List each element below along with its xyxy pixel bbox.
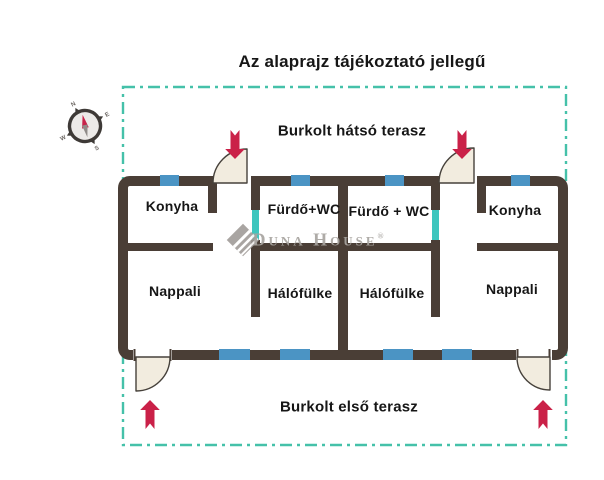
left-bathroom-glass-door xyxy=(252,210,259,240)
interior-wall-right-bath-top xyxy=(431,182,440,210)
door-swing-back-left xyxy=(212,148,248,184)
room-label-left-sleeping-alcove: Hálófülke xyxy=(267,285,333,301)
door-swing-front-left xyxy=(135,356,171,392)
window-marker xyxy=(160,175,179,186)
compass-north-label: N xyxy=(70,101,77,108)
door-swing-front-right xyxy=(516,356,551,391)
compass-icon: N E S W xyxy=(59,101,110,152)
room-label-right-sleeping-alcove: Hálófülke xyxy=(359,285,425,301)
right-bathroom-glass-door xyxy=(432,210,439,240)
room-label-left-bathroom: Fürdő+WC xyxy=(267,201,341,217)
watermark-brand-text: Duna House xyxy=(252,229,378,250)
window-marker xyxy=(385,175,404,186)
registered-mark: ® xyxy=(377,231,384,241)
window-marker xyxy=(511,175,530,186)
room-label-left-living-room: Nappali xyxy=(149,283,201,299)
interior-wall-right-bath-bottom xyxy=(338,243,439,251)
window-marker xyxy=(280,349,310,360)
window-marker xyxy=(219,349,250,360)
compass-east-label: E xyxy=(104,112,110,119)
compass-south-label: S xyxy=(94,145,100,152)
compass-west-label: W xyxy=(59,134,67,142)
window-marker xyxy=(383,349,413,360)
entrance-arrow-icon xyxy=(225,130,245,159)
watermark-brand: Duna House® xyxy=(252,230,383,251)
room-label-left-kitchen: Konyha xyxy=(145,198,199,214)
room-label-right-kitchen: Konyha xyxy=(488,202,542,218)
room-label-right-living-room: Nappali xyxy=(486,281,538,297)
interior-wall-right-kitchen-bottom xyxy=(477,243,567,251)
entrance-arrow-icon xyxy=(140,400,160,429)
interior-wall-left-kitchen-bottom xyxy=(121,243,213,251)
entrance-arrow-icon xyxy=(452,130,472,159)
party-wall xyxy=(338,178,348,355)
interior-wall-left-kitchen xyxy=(208,182,217,213)
interior-wall-right-alcove xyxy=(431,240,440,317)
interior-wall-left-bath-bottom xyxy=(251,243,348,251)
interior-wall-left-alcove xyxy=(251,240,260,317)
interior-wall-left-bath-top xyxy=(251,182,260,210)
window-marker xyxy=(442,349,472,360)
plan-disclaimer-title: Az alaprajz tájékoztató jellegű xyxy=(238,52,486,71)
window-marker xyxy=(291,175,310,186)
compass-needle xyxy=(82,114,89,138)
room-label-right-bathroom: Fürdő + WC xyxy=(348,203,430,219)
back-terrace-label: Burkolt hátsó terasz xyxy=(277,122,427,140)
interior-wall-right-kitchen xyxy=(477,182,486,213)
front-terrace-label: Burkolt első terasz xyxy=(279,398,419,416)
entrance-arrow-icon xyxy=(533,400,553,429)
